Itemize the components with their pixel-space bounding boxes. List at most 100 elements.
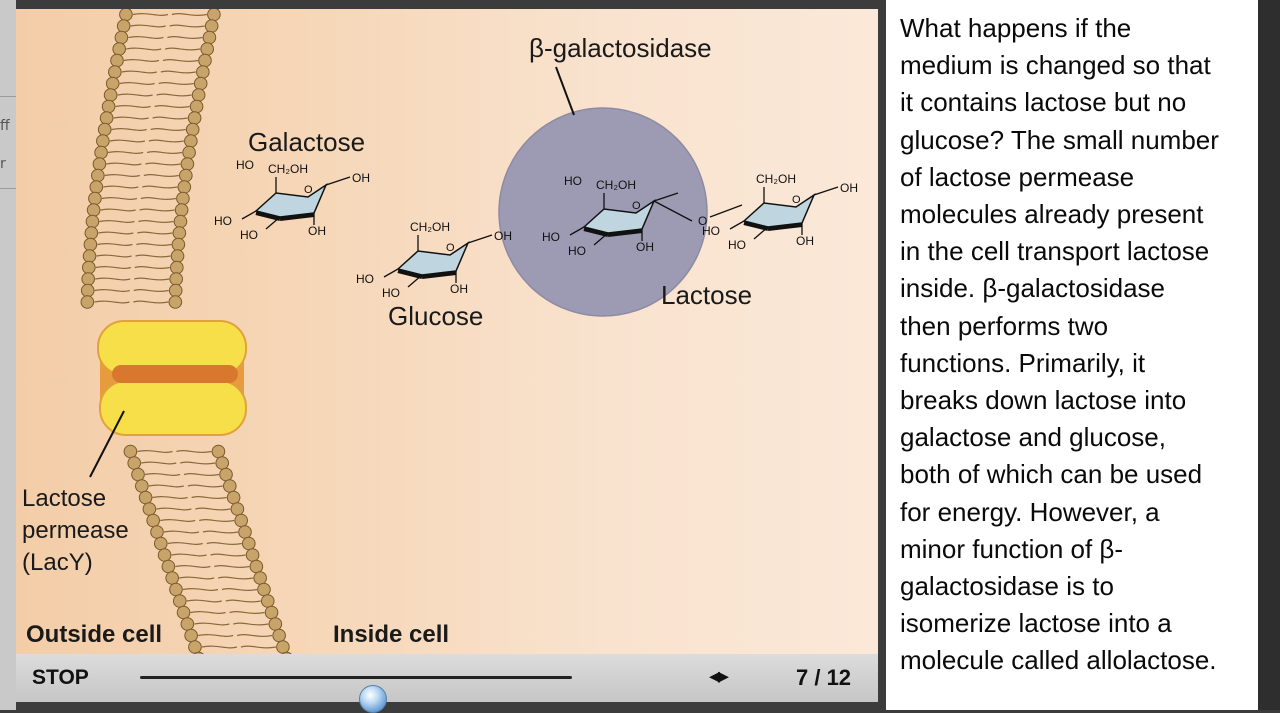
lipid-tails [108, 152, 182, 154]
lipid-head [277, 641, 290, 654]
lipid-head [199, 54, 212, 67]
lipid-tails [114, 117, 188, 119]
lipid-tails [172, 554, 246, 556]
lipid-head [235, 514, 248, 527]
slider-thumb[interactable] [359, 685, 387, 713]
lipid-head [205, 20, 218, 33]
lipid-head [188, 112, 201, 125]
description-line: molecule called allolactose. [900, 642, 1250, 679]
permease-bottom [100, 381, 246, 435]
molecule-atom-label: OH [636, 240, 654, 254]
lipid-tails [97, 255, 171, 257]
lipid-tails [191, 612, 265, 614]
lipid-head [177, 192, 190, 205]
bond [814, 187, 838, 195]
lipid-head [83, 250, 96, 263]
margin-text: r [0, 156, 6, 172]
molecule-atom-label: CH₂OH [268, 162, 308, 176]
lipid-tails [128, 37, 202, 39]
lipid-tails [112, 129, 186, 131]
lipid-tails [94, 301, 168, 303]
lipid-head [201, 43, 214, 56]
lipid-head [162, 560, 175, 573]
sugar-ring [744, 195, 814, 227]
lipid-tails [102, 198, 176, 200]
lactose-label: Lactose [661, 280, 752, 311]
description-line: in the cell transport lactose [900, 233, 1250, 270]
lipid-head [95, 146, 108, 159]
lipid-head [132, 468, 145, 481]
lipid-head [171, 250, 184, 263]
lipid-tails [145, 474, 219, 476]
lipid-head [231, 503, 244, 516]
description-line: it contains lactose but no [900, 84, 1250, 121]
lipid-head [212, 445, 225, 458]
lipid-head [169, 296, 182, 309]
molecule-atom-label: O [446, 242, 455, 254]
molecule-atom-label: OH [308, 224, 326, 238]
lipid-head [181, 618, 194, 631]
lipid-head [106, 77, 119, 90]
lipid-head [169, 284, 182, 297]
progress-slider[interactable] [140, 676, 572, 679]
lipid-tails [175, 566, 249, 568]
lipid-tails [153, 497, 227, 499]
window-edge [1258, 0, 1280, 710]
lipid-head [85, 227, 98, 240]
molecule-atom-label: HO [728, 238, 746, 252]
lipid-head [173, 227, 186, 240]
lipid-head [111, 54, 124, 67]
lipid-tails [126, 48, 200, 50]
lipid-head [216, 457, 229, 470]
left-margin: ff r [0, 0, 16, 710]
lipid-head [250, 560, 263, 573]
molecule-atom-label: O [632, 200, 641, 212]
lipid-head [81, 284, 94, 297]
bond [242, 211, 256, 219]
lipid-head [100, 112, 113, 125]
lipid-head [115, 31, 128, 44]
lipid-tails [106, 163, 180, 165]
sugar-ring [398, 243, 468, 275]
galactose-label: Galactose [248, 127, 365, 158]
stop-button[interactable]: STOP [32, 666, 89, 690]
lipid-head [89, 192, 102, 205]
glucose-label: Glucose [388, 301, 483, 332]
lipid-head [192, 89, 205, 102]
lipid-head [82, 273, 95, 286]
lipid-tails [116, 106, 190, 108]
description-line: galactosidase is to [900, 568, 1250, 605]
prev-next-arrows-icon[interactable]: ◂▸ [709, 664, 727, 689]
description-line: glucose? The small number [900, 122, 1250, 159]
lipid-head [246, 549, 259, 562]
lipid-head [189, 641, 202, 654]
molecule-atom-label: HO [702, 224, 720, 238]
lipid-head [83, 261, 96, 274]
lipid-head [124, 445, 137, 458]
lipid-tails [137, 451, 211, 453]
molecule-atom-label: HO [382, 286, 400, 300]
lipid-head [185, 629, 198, 642]
lipid-tails [198, 635, 272, 637]
lipid-tails [187, 600, 261, 602]
lipid-head [173, 595, 186, 608]
molecule-atom-label: HO [568, 244, 586, 258]
page-counter: 7 / 12 [796, 665, 851, 691]
lipid-head [254, 572, 267, 585]
molecule-atom-label: CH₂OH [410, 220, 450, 234]
lipid-head [120, 9, 133, 21]
molecule-atom-label: HO [236, 158, 254, 172]
description-line: inside. β-galactosidase [900, 270, 1250, 307]
lipid-tails [103, 186, 177, 188]
lipid-head [203, 31, 216, 44]
permease-channel [112, 365, 238, 383]
lipid-head [224, 480, 237, 493]
lipid-tails [97, 244, 171, 246]
lipid-tails [101, 209, 175, 211]
